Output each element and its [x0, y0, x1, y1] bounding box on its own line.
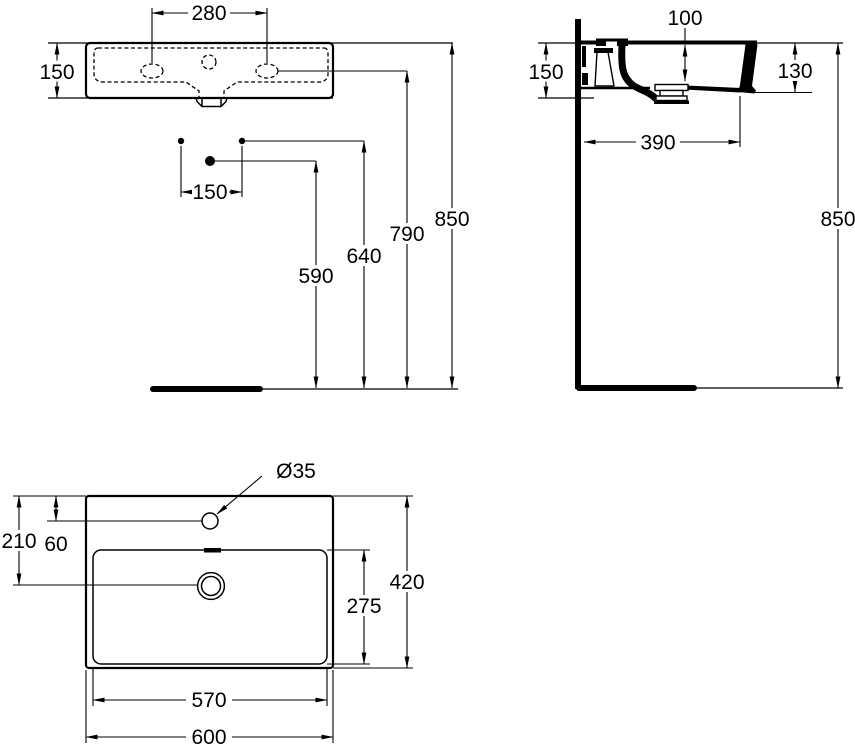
- bowl-inner-outline: [92, 549, 328, 665]
- label-mask: [636, 131, 680, 153]
- bracket-cap: [594, 48, 613, 53]
- dim-label-100: 100: [667, 7, 702, 30]
- tap-hole-right-hidden: [255, 63, 279, 79]
- leader-line: [216, 475, 263, 515]
- fixing-hole-left-marker: [177, 137, 185, 145]
- overflow-slot: [204, 548, 221, 553]
- tap-hole-center-hidden: [201, 54, 217, 70]
- basin-cross-section: [577, 38, 758, 104]
- dim-rim-height-850-side: 850: [817, 42, 855, 389]
- dim-label-850-side: 850: [820, 208, 855, 231]
- drain-outlet-front: [195, 97, 228, 108]
- dim-drain-height-590: 590: [295, 160, 337, 389]
- dim-front-height-130: 130: [748, 42, 816, 94]
- dim-bowl-width-570: 570: [92, 668, 328, 712]
- wall-anchor-lower: [582, 73, 588, 85]
- wall-line: [575, 19, 581, 389]
- dim-width-600: 600: [85, 670, 334, 749]
- dim-fixing-spacing-150: 150: [180, 146, 243, 204]
- label-mask: [0, 530, 39, 551]
- dim-drain-distance-390: 390: [583, 96, 741, 155]
- label-mask: [295, 265, 337, 286]
- side-view: 150 100 130 390 850: [526, 7, 855, 391]
- dim-bowl-depth-100: 100: [667, 7, 703, 82]
- height-reference-leaders: [215, 70, 407, 162]
- plan-view: Ø35 210 60 420 275: [0, 460, 428, 749]
- wall-anchor-upper: [582, 46, 586, 67]
- waste-outlet-marker: [205, 156, 215, 166]
- dim-label-420: 420: [389, 571, 424, 594]
- rim-section: [577, 40, 757, 45]
- label-mask: [386, 223, 428, 244]
- front-view: 280 150 150 590 640: [37, 2, 473, 392]
- dim-label-790: 790: [389, 223, 424, 246]
- dim-label-600: 600: [191, 726, 226, 749]
- dim-label-640: 640: [346, 245, 381, 268]
- dim-label-130: 130: [777, 60, 812, 83]
- label-mask: [386, 571, 428, 592]
- waste-flange-step1: [654, 83, 689, 92]
- tap-hole-left-hidden: [140, 63, 164, 79]
- dim-label-570: 570: [191, 689, 226, 712]
- dim-drain-offset-210: 210: [0, 495, 39, 586]
- dim-back-height-150: 150: [526, 42, 566, 99]
- overflow-channel-section: [618, 44, 659, 102]
- waste-flange-step2: [659, 89, 684, 97]
- waste-flange-step3: [655, 95, 688, 102]
- dim-label-60: 60: [44, 533, 67, 556]
- dim-label-dia35: Ø35: [276, 460, 316, 483]
- dim-label-275: 275: [346, 595, 381, 618]
- label-mask: [526, 60, 566, 82]
- label-mask: [343, 595, 385, 616]
- dim-tap-offset-60: 60: [44, 495, 68, 556]
- label-mask: [186, 726, 232, 748]
- dim-tap-height-790: 790: [386, 70, 428, 389]
- dim-fixing-height-640: 640: [343, 140, 385, 389]
- label-mask: [186, 689, 232, 711]
- label-mask: [192, 181, 229, 203]
- front-outline: [48, 41, 458, 392]
- label-mask: [343, 245, 385, 266]
- dim-bowl-depth-275: 275: [327, 549, 385, 665]
- label-mask: [774, 60, 816, 81]
- dim-tap-spacing-280: 280: [151, 2, 268, 63]
- label-mask: [817, 208, 855, 229]
- label-mask: [431, 208, 473, 229]
- dim-label-150-fixing: 150: [192, 181, 227, 204]
- fixing-hole-right-marker: [238, 137, 246, 145]
- waste-flange-base: [654, 100, 689, 104]
- dim-depth-420: 420: [333, 495, 428, 669]
- dim-label-590: 590: [298, 265, 333, 288]
- bowl-shell-bottom: [684, 85, 741, 93]
- tap-hole: [201, 512, 219, 530]
- tap-hole-void: [606, 41, 617, 52]
- label-mask: [37, 60, 77, 82]
- dim-label-390: 390: [640, 132, 675, 155]
- drain-outlet-front-inner: [201, 98, 222, 107]
- dim-label-850-front: 850: [434, 208, 469, 231]
- hidden-inner-contour-left: [93, 47, 200, 97]
- waste-outlet-outer: [196, 571, 226, 601]
- label-mask: [188, 2, 230, 24]
- dim-label-210: 210: [1, 530, 36, 553]
- mounting-bracket: [594, 51, 615, 87]
- dim-label-150-side: 150: [528, 61, 563, 84]
- dim-rim-height-850-front: 850: [431, 42, 473, 389]
- front-wall-section: [738, 44, 758, 94]
- dim-label-150-left: 150: [39, 61, 74, 84]
- hidden-inner-contour-right: [223, 47, 329, 97]
- dim-label-280: 280: [191, 2, 226, 25]
- basin-plan-outline: [84, 494, 335, 670]
- waste-outlet-inner: [200, 575, 222, 597]
- dim-tap-hole-diameter: Ø35: [216, 460, 316, 515]
- dim-front-height-150: 150: [37, 42, 77, 99]
